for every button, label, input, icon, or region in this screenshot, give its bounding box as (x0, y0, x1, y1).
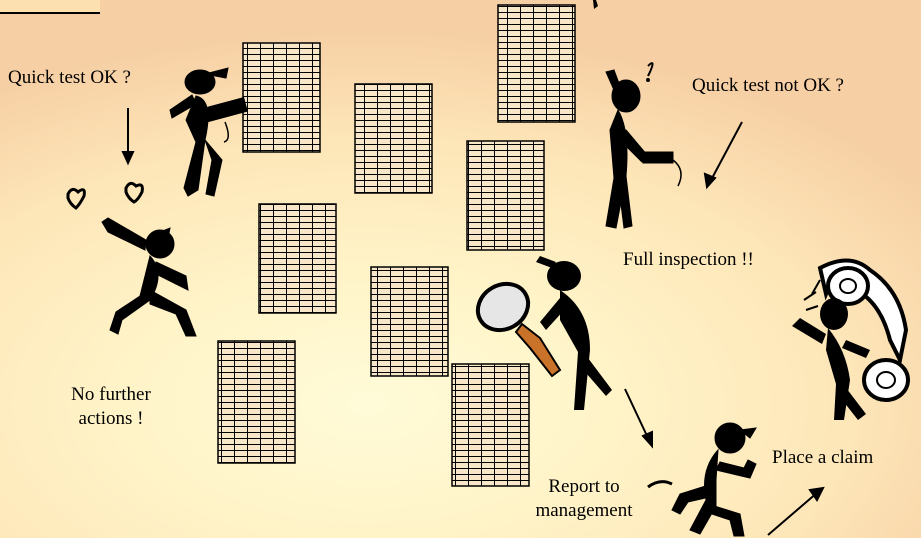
heart-icon (68, 189, 84, 208)
data-sheet-icon (243, 43, 320, 152)
arrow-icon (768, 488, 823, 535)
running-figure-icon (672, 423, 756, 536)
phone-claim-figure-icon (792, 260, 908, 420)
data-sheet-icon (498, 5, 575, 122)
data-sheet-icon (355, 84, 432, 193)
data-sheet-icon (467, 141, 544, 250)
data-sheet-icon (452, 364, 529, 486)
data-sheet-icon (218, 341, 295, 463)
top-mark (593, 0, 598, 9)
data-sheet-icon (371, 267, 448, 376)
header-underline (0, 12, 100, 14)
curl-arrow (648, 482, 672, 487)
confused-tester-icon (606, 63, 681, 228)
data-sheet-icon (259, 204, 336, 313)
header-bar (0, 0, 100, 13)
heart-icon (126, 183, 142, 202)
arrow-icon (625, 389, 652, 446)
arrow-icon (705, 122, 742, 187)
tester-figure-icon (170, 68, 247, 196)
arrow-icon (123, 108, 133, 163)
celebrating-figure-icon (102, 218, 196, 336)
